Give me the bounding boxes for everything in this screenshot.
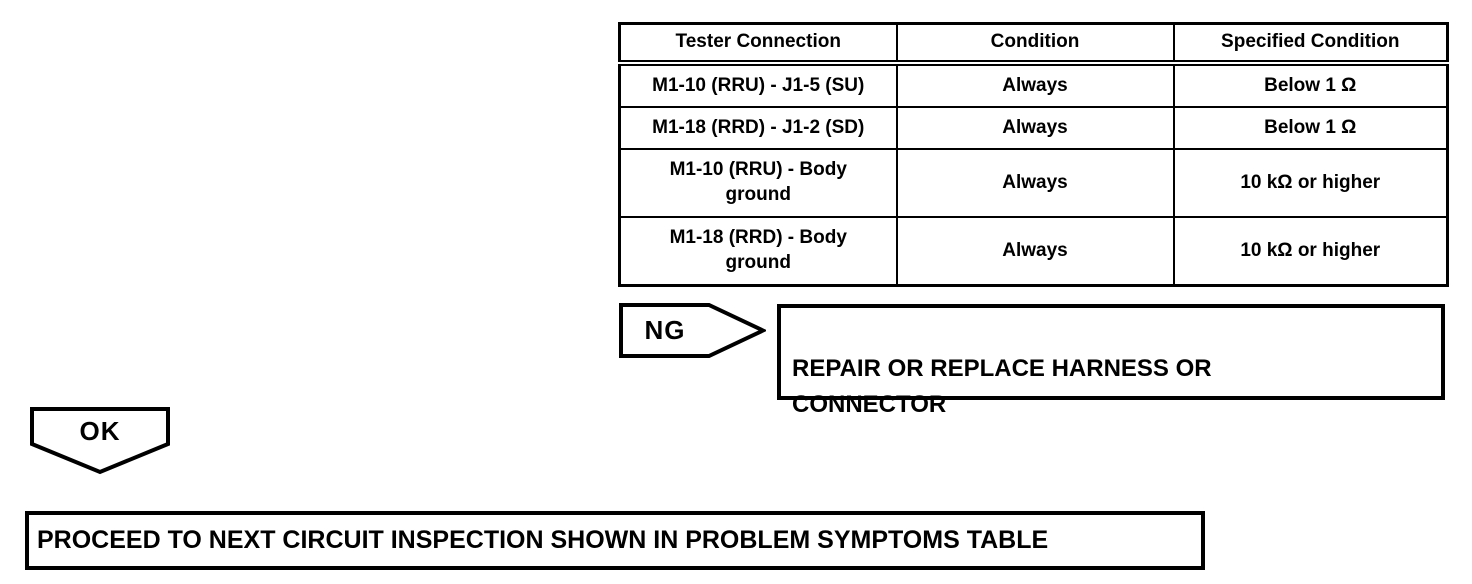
cell-tester-connection: M1-18 (RRD) - Body ground [618,216,898,287]
cell-tester-connection: M1-18 (RRD) - J1-2 (SD) [618,106,898,150]
table-row: M1-10 (RRU) - J1-5 (SU) Always Below 1 Ω [618,62,1449,108]
ok-down-arrow-icon [30,407,170,475]
column-header-tester-connection: Tester Connection [618,22,898,66]
table-row: M1-18 (RRD) - Body ground Always 10 kΩ o… [618,216,1449,287]
ng-result-text: REPAIR OR REPLACE HARNESS OR CONNECTOR [792,355,1212,418]
ok-result-box: PROCEED TO NEXT CIRCUIT INSPECTION SHOWN… [25,511,1205,570]
cell-specified-condition: Below 1 Ω [1172,106,1449,150]
cell-specified-condition: Below 1 Ω [1172,62,1449,108]
ng-label: NG [644,315,686,345]
column-header-specified-condition: Specified Condition [1172,22,1449,66]
cell-condition: Always [895,216,1175,287]
cell-specified-condition: 10 kΩ or higher [1172,216,1449,287]
cell-tester-connection: M1-10 (RRU) - Body ground [618,148,898,218]
cell-condition: Always [895,106,1175,150]
table-row: M1-18 (RRD) - J1-2 (SD) Always Below 1 Ω [618,106,1449,150]
ok-branch-pointer: OK [30,407,170,475]
table-header-row: Tester Connection Condition Specified Co… [618,22,1449,66]
cell-tester-connection: M1-10 (RRU) - J1-5 (SU) [618,62,898,108]
specified-condition-table: Tester Connection Condition Specified Co… [618,22,1449,287]
column-header-condition: Condition [895,22,1175,66]
ng-result-box: REPAIR OR REPLACE HARNESS OR CONNECTOR [777,304,1445,418]
table-row: M1-10 (RRU) - Body ground Always 10 kΩ o… [618,148,1449,218]
cell-specified-condition: 10 kΩ or higher [1172,148,1449,218]
cell-condition: Always [895,148,1175,218]
ok-result-text: PROCEED TO NEXT CIRCUIT INSPECTION SHOWN… [37,526,1049,554]
ng-right-arrow-icon [619,303,766,358]
ok-label: OK [79,415,121,446]
ng-branch-pointer: NG [619,303,766,358]
cell-condition: Always [895,62,1175,108]
